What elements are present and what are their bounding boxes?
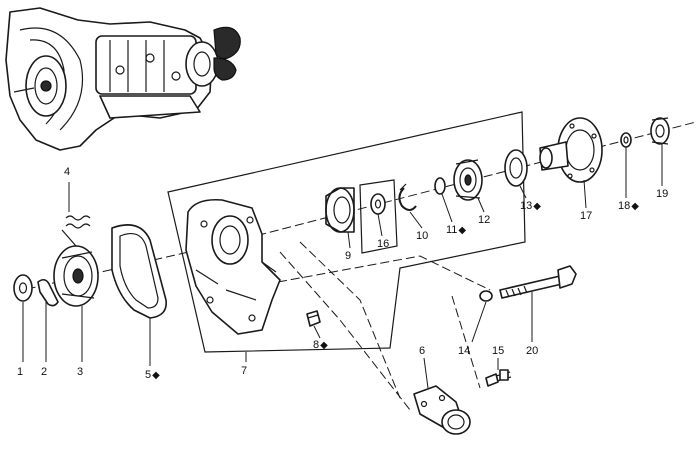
callout-15-number: 15 xyxy=(492,345,505,357)
part-7-housing xyxy=(185,198,281,335)
callout-5: 5◆ xyxy=(145,369,160,382)
part-20-bolt xyxy=(499,265,577,299)
callout-17: 17 xyxy=(580,210,592,222)
callout-12-number: 12 xyxy=(478,214,491,226)
part-15-bolt xyxy=(485,369,512,387)
callout-16: 16 xyxy=(377,238,389,250)
callout-8-marker: ◆ xyxy=(320,340,328,351)
bracket-axis-1 xyxy=(299,241,401,399)
callout-18-marker: ◆ xyxy=(631,201,639,212)
part-16-seal xyxy=(370,193,386,215)
part-2-clip xyxy=(37,278,59,307)
callout-2: 2 xyxy=(41,366,47,378)
callout-13-number: 13 xyxy=(520,200,533,212)
callout-7: 7 xyxy=(241,365,247,377)
callout-14-number: 14 xyxy=(458,345,471,357)
part-12-gear xyxy=(453,159,483,201)
callout-3-number: 3 xyxy=(77,366,84,378)
callout-4-number: 4 xyxy=(64,166,71,178)
callout-17-number: 17 xyxy=(580,210,593,222)
callout-9: 9 xyxy=(345,250,351,262)
nut-axis xyxy=(451,295,481,389)
callout-10-number: 10 xyxy=(416,230,429,242)
callout-13-marker: ◆ xyxy=(533,201,541,212)
callout-13: 13◆ xyxy=(520,200,541,213)
callout-11-number: 11 xyxy=(446,224,458,236)
part-11-washer xyxy=(434,177,446,195)
part-6-bracket xyxy=(413,385,471,435)
callout-16-number: 16 xyxy=(377,238,390,250)
callout-4: 4 xyxy=(64,166,70,178)
part-18-washer xyxy=(620,132,632,148)
part-3-gear xyxy=(53,245,99,307)
callout-10: 10 xyxy=(416,230,428,242)
part-4-spring xyxy=(61,215,91,247)
part-10-snap-ring xyxy=(398,183,417,211)
part-13-bearing xyxy=(504,149,528,187)
callout-8-number: 8 xyxy=(313,339,320,351)
callout-2-number: 2 xyxy=(41,366,48,378)
callout-1: 1 xyxy=(17,366,23,378)
callout-5-marker: ◆ xyxy=(152,370,160,381)
callout-3: 3 xyxy=(77,366,83,378)
callout-14: 14 xyxy=(458,345,470,357)
part-19-nut xyxy=(650,117,670,145)
callout-18-number: 18 xyxy=(618,200,631,212)
callout-11: 11◆ xyxy=(446,224,466,237)
transmission-assembly xyxy=(5,7,241,151)
bolt-axis xyxy=(277,255,491,291)
callout-12: 12 xyxy=(478,214,490,226)
callout-20: 20 xyxy=(526,345,538,357)
part-14-washer xyxy=(479,290,493,302)
callout-5-number: 5 xyxy=(145,369,152,381)
part-9-bearing xyxy=(325,187,355,233)
callout-6-number: 6 xyxy=(419,345,426,357)
callout-9-number: 9 xyxy=(345,250,352,262)
callout-19-number: 19 xyxy=(656,188,669,200)
group-bracket-7 xyxy=(167,111,526,353)
callout-11-marker: ◆ xyxy=(458,225,467,236)
callout-15: 15 xyxy=(492,345,504,357)
group-bracket-16 xyxy=(359,179,398,254)
callout-20-number: 20 xyxy=(526,345,539,357)
part-8-plug xyxy=(306,310,321,327)
callout-7-number: 7 xyxy=(241,365,248,377)
callout-8: 8◆ xyxy=(313,339,328,352)
leader-lines xyxy=(22,144,663,389)
part-5-gasket xyxy=(111,224,167,319)
callout-19: 19 xyxy=(656,188,668,200)
callout-6: 6 xyxy=(419,345,425,357)
callout-18: 18◆ xyxy=(618,200,639,213)
part-1-washer xyxy=(13,274,33,302)
callout-1-number: 1 xyxy=(17,366,24,378)
bracket-axis-2 xyxy=(279,251,411,411)
part-17-flange xyxy=(539,117,603,183)
